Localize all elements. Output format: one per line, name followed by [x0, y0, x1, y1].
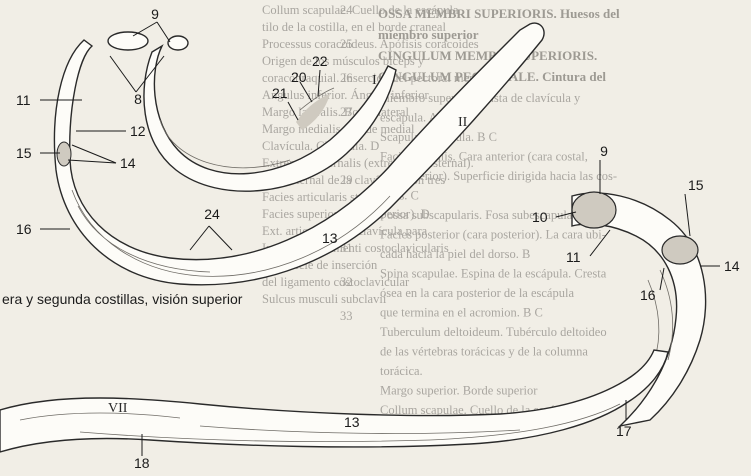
label-13-top: 13: [322, 230, 338, 246]
background-line: 29: [340, 173, 353, 187]
label-20: 20: [291, 69, 307, 85]
background-line: Sulcus musculi subclavii: [262, 292, 387, 306]
label-15-top: 15: [16, 145, 32, 161]
label-10: 10: [532, 209, 548, 225]
right-rib-head: [572, 192, 616, 228]
seventh-rib: [0, 350, 668, 452]
background-line: torácica.: [380, 364, 423, 378]
background-line: Tuberculum deltoideum. Tubérculo deltoid…: [380, 325, 607, 339]
label-11-top: 11: [16, 92, 31, 108]
background-line: 33: [340, 309, 353, 323]
label-22: 22: [312, 53, 328, 69]
background-line: 26: [340, 71, 353, 85]
label-18: 18: [134, 455, 150, 471]
background-line: 32: [340, 275, 353, 289]
label-14-top: 14: [120, 155, 136, 171]
background-line: Facies posterior (cara posterior). La ca…: [380, 228, 606, 242]
background-line: Margo superior. Borde superior: [380, 384, 538, 398]
first-rib-head: [168, 36, 188, 50]
figure-top-caption: era y segunda costillas, visión superior: [2, 291, 243, 307]
background-line: CINGULUM MEMBRI SUPERIORIS.: [378, 48, 597, 63]
label-9-top: 9: [151, 6, 159, 22]
background-line: de las vértebras torácicas y de la colum…: [380, 345, 588, 359]
background-line: ósea en la cara posterior de la escápula: [380, 286, 574, 300]
second-rib-tubercle: [57, 142, 71, 166]
label-17: 17: [616, 423, 632, 439]
label-16-top: 16: [16, 221, 32, 237]
right-rib-neck-hatch: [648, 270, 673, 362]
background-line: Fossa subscapularis. Fosa subescapular. …: [380, 208, 590, 222]
background-line: 27: [340, 105, 353, 119]
second-rib-head: [108, 32, 148, 50]
figure-bottom-rib: [0, 350, 668, 452]
background-line: miembro superior: [378, 27, 479, 42]
label-rib-ii: II: [458, 115, 468, 130]
label-9-right: 9: [600, 143, 608, 159]
background-line: 24: [340, 3, 353, 17]
label-24: 24: [204, 206, 220, 222]
label-13-bottom: 13: [344, 414, 360, 430]
background-line: Spina scapulae. Espina de la escápula. C…: [380, 267, 607, 281]
label-12: 12: [130, 123, 146, 139]
label-14-right: 14: [724, 258, 740, 274]
background-line: OSSA MEMBRI SUPERIORIS. Huesos del: [378, 6, 620, 21]
label-rib-i: I: [372, 73, 377, 88]
background-line: 25: [340, 37, 353, 51]
label-8: 8: [134, 91, 142, 107]
background-line: cada hacia la piel del dorso. B: [380, 247, 530, 261]
label-15-right: 15: [688, 177, 704, 193]
label-21: 21: [272, 85, 288, 101]
label-16-right: 16: [640, 287, 656, 303]
right-rib-tubercle: [662, 236, 698, 264]
label-rib-vii: VII: [108, 401, 128, 416]
background-line: que termina en el acromion. B C: [380, 306, 543, 320]
label-11-right: 11: [566, 249, 581, 265]
